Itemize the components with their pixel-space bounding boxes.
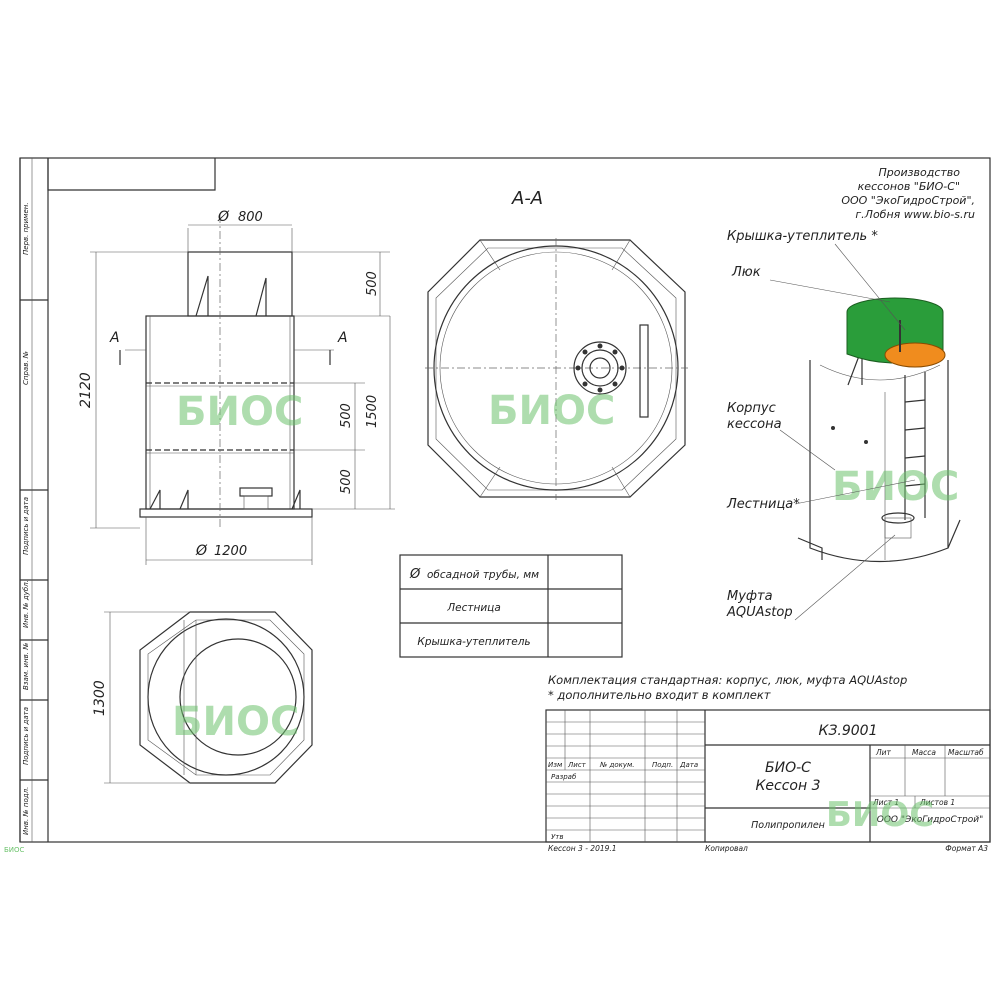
tb-hdr-sign: Подп. bbox=[652, 761, 673, 769]
corner-mark: БИОС bbox=[4, 846, 25, 854]
callout-body-2: кессона bbox=[727, 417, 782, 432]
tb-company: ООО "ЭкоГидроСтрой" bbox=[877, 815, 984, 825]
watermark-front: БИОС bbox=[176, 389, 303, 435]
plan-view: 1300 bbox=[92, 611, 313, 784]
sheet-frame bbox=[19, 157, 991, 843]
tb-footer-right: Формат А3 bbox=[945, 844, 988, 853]
dim-plan-width: 1300 bbox=[92, 680, 108, 716]
manufacturer-line2: кессонов "БИО-С" bbox=[858, 180, 960, 193]
options-row-1-symbol: Ø bbox=[409, 567, 421, 582]
dim-diam-1200: 1200 bbox=[214, 544, 247, 559]
tb-sheet: Лист 1 bbox=[872, 798, 899, 807]
manufacturer-line3: ООО "ЭкоГидроСтрой", bbox=[841, 194, 975, 207]
stamp-sprav: Справ. № bbox=[22, 351, 30, 385]
watermark-titleblock: БИОС bbox=[826, 795, 934, 835]
dim-mid-2: 500 bbox=[339, 469, 354, 494]
options-row-2-label: Лестница bbox=[446, 602, 501, 614]
tb-material: Полипропилен bbox=[751, 820, 825, 831]
options-table: Ø обсадной трубы, мм Лестница Крышка-уте… bbox=[399, 554, 623, 658]
dim-mid-1: 500 bbox=[339, 403, 354, 428]
tb-footer-mid: Копировал bbox=[705, 844, 748, 853]
dim-diam-symbol-1200: Ø bbox=[195, 543, 208, 559]
watermark-plan: БИОС bbox=[172, 699, 299, 745]
tb-utv: Утв bbox=[551, 833, 563, 841]
stamp-podpis-1: Подпись и дата bbox=[22, 497, 30, 555]
tb-hdr-list: Лист bbox=[567, 761, 587, 769]
tb-hdr-izm: Изм bbox=[548, 761, 563, 769]
dim-body: 1500 bbox=[365, 395, 380, 428]
caisson-3d-illustration bbox=[797, 297, 961, 563]
notes: Комплектация стандартная: корпус, люк, м… bbox=[548, 673, 907, 702]
manufacturer-line1: Производство bbox=[879, 166, 961, 179]
side-stamps: Перв. примен. Справ. № Подпись и дата Ин… bbox=[22, 202, 30, 835]
callout-lid: Крышка-утеплитель * bbox=[727, 229, 878, 244]
watermark-3d: БИОС bbox=[832, 464, 959, 510]
tb-col-mass: Масса bbox=[912, 748, 936, 757]
callouts: Крышка-утеплитель * Люк Корпус кессона Л… bbox=[726, 229, 916, 621]
options-row-1-label: обсадной трубы, мм bbox=[427, 569, 539, 581]
tb-hdr-doc: № докум. bbox=[599, 761, 635, 769]
stamp-perv-primen: Перв. примен. bbox=[22, 202, 30, 255]
callout-ladder: Лестница* bbox=[726, 497, 800, 512]
tb-name-2: Кессон 3 bbox=[755, 778, 820, 794]
section-marker-left: А bbox=[109, 330, 120, 346]
callout-hatch: Люк bbox=[731, 265, 761, 280]
dim-diam-symbol-800: Ø bbox=[217, 209, 230, 225]
stamp-vzam-inv: Взам. инв. № bbox=[22, 642, 30, 690]
section-marker-right: А bbox=[337, 330, 348, 346]
tb-col-scale: Масштаб bbox=[948, 748, 984, 757]
tb-razrab: Разраб bbox=[551, 773, 577, 781]
options-row-3-label: Крышка-утеплитель bbox=[417, 636, 530, 648]
note-line1: Комплектация стандартная: корпус, люк, м… bbox=[548, 673, 907, 687]
tb-footer-left: Кессон 3 - 2019.1 bbox=[548, 844, 617, 853]
dim-total-height: 2120 bbox=[78, 372, 94, 408]
callout-coupling-2: AQUAstop bbox=[726, 605, 793, 620]
manufacturer-block: Производство кессонов "БИО-С" ООО "ЭкоГи… bbox=[841, 166, 975, 221]
callout-body-1: Корпус bbox=[727, 401, 776, 416]
note-line2: * дополнительно входит в комплект bbox=[548, 688, 771, 702]
section-title: А-А bbox=[511, 188, 543, 209]
front-elevation: А А Ø 800 Ø 1200 2120 500 1500 500 500 bbox=[78, 209, 395, 565]
manufacturer-line4: г.Лобня www.bio-s.ru bbox=[855, 208, 975, 221]
section-aa-view: А-А bbox=[425, 188, 688, 500]
title-block: Изм Лист № докум. Подп. Дата Разраб Утв … bbox=[545, 709, 991, 853]
stamp-inv-podl: Инв. № подл. bbox=[22, 787, 30, 835]
watermark-section: БИОС bbox=[488, 388, 615, 434]
callout-coupling-1: Муфта bbox=[727, 589, 773, 604]
dim-diam-800: 800 bbox=[238, 210, 263, 225]
tb-col-lit: Лит bbox=[875, 748, 892, 757]
tb-doc-code: КЗ.9001 bbox=[819, 723, 878, 739]
tb-hdr-date: Дата bbox=[679, 761, 698, 769]
tb-sheets: Листов 1 bbox=[919, 798, 955, 807]
stamp-podpis-2: Подпись и дата bbox=[22, 707, 30, 765]
dim-top-neck: 500 bbox=[365, 271, 380, 296]
stamp-inv-dubl: Инв. № дубл. bbox=[22, 580, 30, 628]
tb-name-1: БИО-С bbox=[765, 760, 811, 776]
